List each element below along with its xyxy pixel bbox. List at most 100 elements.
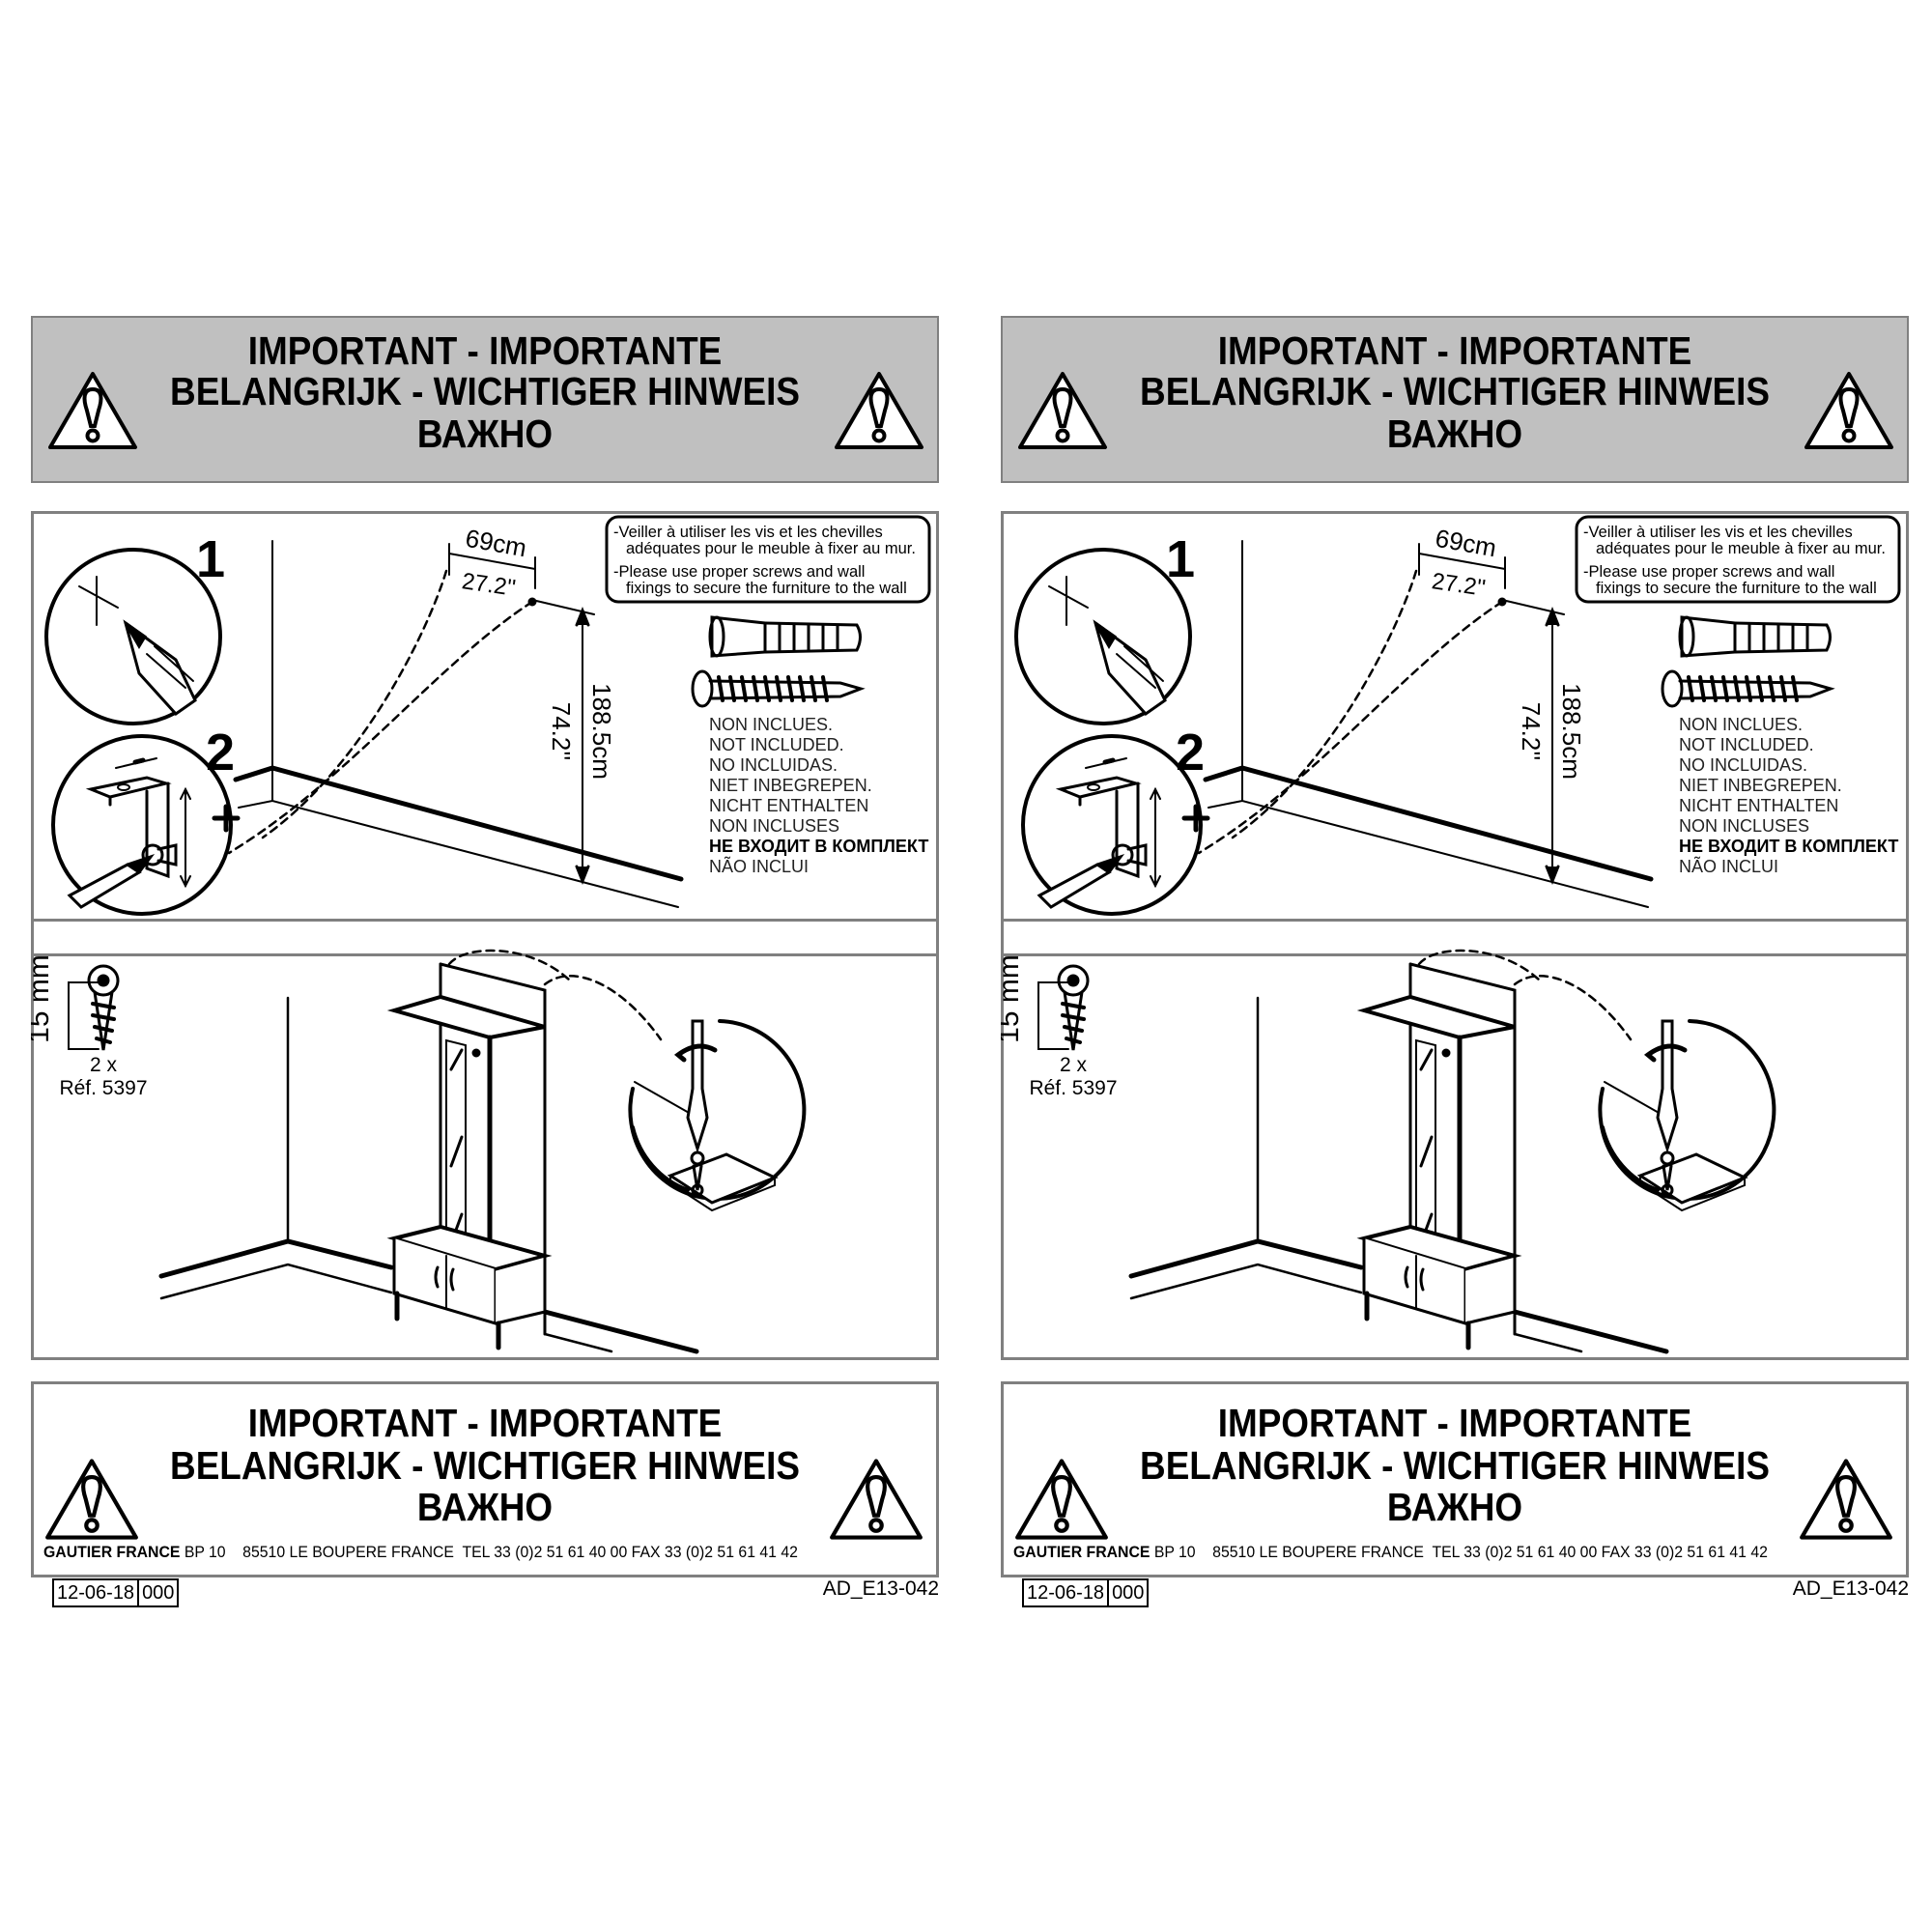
screw-quantity-label: 2 x bbox=[90, 1054, 118, 1076]
not-included-list: NON INCLUES. NOT INCLUDED. NO INCLUIDAS.… bbox=[709, 715, 928, 876]
dashed-guide-line bbox=[261, 569, 448, 839]
banner-title-line3: ВАЖНО bbox=[1386, 1485, 1523, 1529]
note-en-line2: fixings to secure the furniture to the w… bbox=[626, 580, 907, 597]
banner-title-line3: ВАЖНО bbox=[1386, 412, 1523, 456]
illustration: 1 2 69cm 27.2'' 188.5cm 74.2'' -Veiller … bbox=[31, 515, 931, 1354]
dashed-guide-line bbox=[227, 600, 534, 855]
note-text: -Veiller à utiliser les vis et les chevi… bbox=[1583, 524, 1886, 597]
note-fr-line2: adéquates pour le meuble à fixer au mur. bbox=[1596, 540, 1886, 557]
important-banner-bottom: IMPORTANT - IMPORTANTE BELANGRIJK - WICH… bbox=[1001, 1381, 1909, 1577]
step-number-1: 1 bbox=[196, 530, 225, 588]
banner-title-line1: IMPORTANT - IMPORTANTE bbox=[247, 328, 723, 373]
not-included-es: NO INCLUIDAS. bbox=[1679, 755, 1807, 775]
note-en-line1: -Please use proper screws and wall bbox=[1583, 563, 1834, 581]
step-number-2: 2 bbox=[206, 724, 235, 781]
not-included-fr: NON INCLUES. bbox=[1679, 715, 1803, 734]
note-en-line1: -Please use proper screws and wall bbox=[613, 563, 865, 581]
document-date: 12-06-18 bbox=[1027, 1582, 1105, 1604]
important-banner-top: IMPORTANT - IMPORTANTE BELANGRIJK - WICH… bbox=[31, 316, 939, 483]
step1-pencil-detail bbox=[1014, 548, 1192, 725]
not-included-de: NICHT ENTHALTEN bbox=[709, 796, 868, 815]
height-in-label: 74.2'' bbox=[1517, 702, 1546, 761]
note-fr-line2: adéquates pour le meuble à fixer au mur. bbox=[626, 540, 916, 557]
height-cm-label: 188.5cm bbox=[587, 683, 616, 780]
screw-15mm-icon bbox=[68, 964, 120, 1051]
instruction-sheet: IMPORTANT - IMPORTANTE BELANGRIJK - WICH… bbox=[1001, 316, 1909, 1610]
wall-plug-icon bbox=[1678, 615, 1832, 658]
height-cm-label: 188.5cm bbox=[1557, 683, 1586, 780]
company-contact: BP 10 85510 LE BOUPERE FRANCE TEL 33 (0)… bbox=[1153, 1543, 1768, 1561]
document-code: AD_E13-042 bbox=[822, 1577, 939, 1600]
company-name: GAUTIER FRANCE bbox=[1013, 1543, 1151, 1561]
not-included-pt: NÃO INCLUI bbox=[709, 856, 809, 876]
not-included-it: NON INCLUSES bbox=[1679, 816, 1809, 836]
not-included-ru: НЕ ВХОДИТ В КОМПЛЕКТ bbox=[1679, 837, 1898, 856]
dashed-guide-line bbox=[1197, 600, 1504, 855]
banner-title-line1: IMPORTANT - IMPORTANTE bbox=[1217, 328, 1692, 373]
height-dimension bbox=[531, 599, 595, 886]
divider-strip bbox=[34, 919, 936, 956]
note-box bbox=[605, 515, 931, 604]
document-code: AD_E13-042 bbox=[1792, 1577, 1909, 1600]
hallway-furniture-drawing bbox=[1128, 949, 1669, 1354]
not-included-en: NOT INCLUDED. bbox=[709, 735, 844, 754]
note-box bbox=[1575, 515, 1901, 604]
banner-title-line1: IMPORTANT - IMPORTANTE bbox=[247, 1401, 723, 1445]
screw-reference-label: Réf. 5397 bbox=[59, 1077, 147, 1099]
note-fr-line1: -Veiller à utiliser les vis et les chevi… bbox=[1583, 524, 1853, 541]
wall-and-floor bbox=[233, 540, 684, 908]
company-address: GAUTIER FRANCE BP 10 85510 LE BOUPERE FR… bbox=[43, 1543, 798, 1562]
note-fr-line1: -Veiller à utiliser les vis et les chevi… bbox=[613, 524, 883, 541]
note-en-line2: fixings to secure the furniture to the w… bbox=[1596, 580, 1877, 597]
screw-icon bbox=[691, 669, 866, 708]
screw-length-label: 15 mm bbox=[31, 954, 55, 1043]
width-dimension bbox=[1418, 543, 1507, 607]
not-included-it: NON INCLUSES bbox=[709, 816, 839, 836]
not-included-de: NICHT ENTHALTEN bbox=[1679, 796, 1838, 815]
company-contact: BP 10 85510 LE BOUPERE FRANCE TEL 33 (0)… bbox=[184, 1543, 798, 1561]
screw-quantity-label: 2 x bbox=[1060, 1054, 1088, 1076]
not-included-en: NOT INCLUDED. bbox=[1679, 735, 1814, 754]
screw-icon bbox=[1661, 669, 1835, 708]
not-included-fr: NON INCLUES. bbox=[709, 715, 833, 734]
step-number-1: 1 bbox=[1166, 530, 1195, 588]
hallway-furniture-drawing bbox=[158, 949, 699, 1354]
company-address: GAUTIER FRANCE BP 10 85510 LE BOUPERE FR… bbox=[1013, 1543, 1768, 1562]
note-text: -Veiller à utiliser les vis et les chevi… bbox=[613, 524, 916, 597]
banner-title-line2: BELANGRIJK - WICHTIGER HINWEIS bbox=[1140, 1443, 1770, 1488]
illustration: 1 2 69cm 27.2'' 188.5cm 74.2'' -Veiller … bbox=[1001, 515, 1901, 1354]
width-in-label: 27.2'' bbox=[1430, 568, 1487, 602]
wall-plug-icon bbox=[708, 615, 862, 658]
width-cm-label: 69cm bbox=[1434, 524, 1499, 563]
not-included-nl: NIET INBEGREPEN. bbox=[1679, 776, 1842, 795]
document-date: 12-06-18 bbox=[57, 1582, 135, 1604]
step-number-2: 2 bbox=[1176, 724, 1205, 781]
screwdriver-detail bbox=[628, 1019, 807, 1212]
document-revision: 000 bbox=[1107, 1580, 1147, 1605]
banner-title-line1: IMPORTANT - IMPORTANTE bbox=[1217, 1401, 1692, 1445]
height-dimension bbox=[1501, 599, 1565, 886]
banner-title-line3: ВАЖНО bbox=[416, 1485, 554, 1529]
banner-title-line3: ВАЖНО bbox=[416, 412, 554, 456]
instruction-sheet: IMPORTANT - IMPORTANTE BELANGRIJK - WICH… bbox=[31, 316, 939, 1610]
date-revision-box: 12-06-18 000 bbox=[52, 1578, 180, 1607]
not-included-list: NON INCLUES. NOT INCLUDED. NO INCLUIDAS.… bbox=[1679, 715, 1898, 876]
screw-15mm-icon bbox=[1037, 964, 1090, 1051]
width-dimension bbox=[448, 543, 537, 607]
not-included-pt: NÃO INCLUI bbox=[1679, 856, 1778, 876]
screw-reference-label: Réf. 5397 bbox=[1029, 1077, 1117, 1099]
not-included-nl: NIET INBEGREPEN. bbox=[709, 776, 872, 795]
not-included-ru: НЕ ВХОДИТ В КОМПЛЕКТ bbox=[709, 837, 928, 856]
document-revision: 000 bbox=[137, 1580, 177, 1605]
screw-length-label: 15 mm bbox=[1001, 954, 1025, 1043]
dashed-guide-line bbox=[1231, 569, 1418, 839]
height-in-label: 74.2'' bbox=[547, 702, 576, 761]
important-banner-bottom: IMPORTANT - IMPORTANTE BELANGRIJK - WICH… bbox=[31, 1381, 939, 1577]
step2-bracket-detail bbox=[1021, 734, 1210, 916]
step1-pencil-detail bbox=[44, 548, 222, 725]
wall-and-floor bbox=[1203, 540, 1654, 908]
banner-title-line2: BELANGRIJK - WICHTIGER HINWEIS bbox=[170, 369, 800, 413]
company-name: GAUTIER FRANCE bbox=[43, 1543, 181, 1561]
important-banner-top: IMPORTANT - IMPORTANTE BELANGRIJK - WICH… bbox=[1001, 316, 1909, 483]
width-in-label: 27.2'' bbox=[460, 568, 517, 602]
